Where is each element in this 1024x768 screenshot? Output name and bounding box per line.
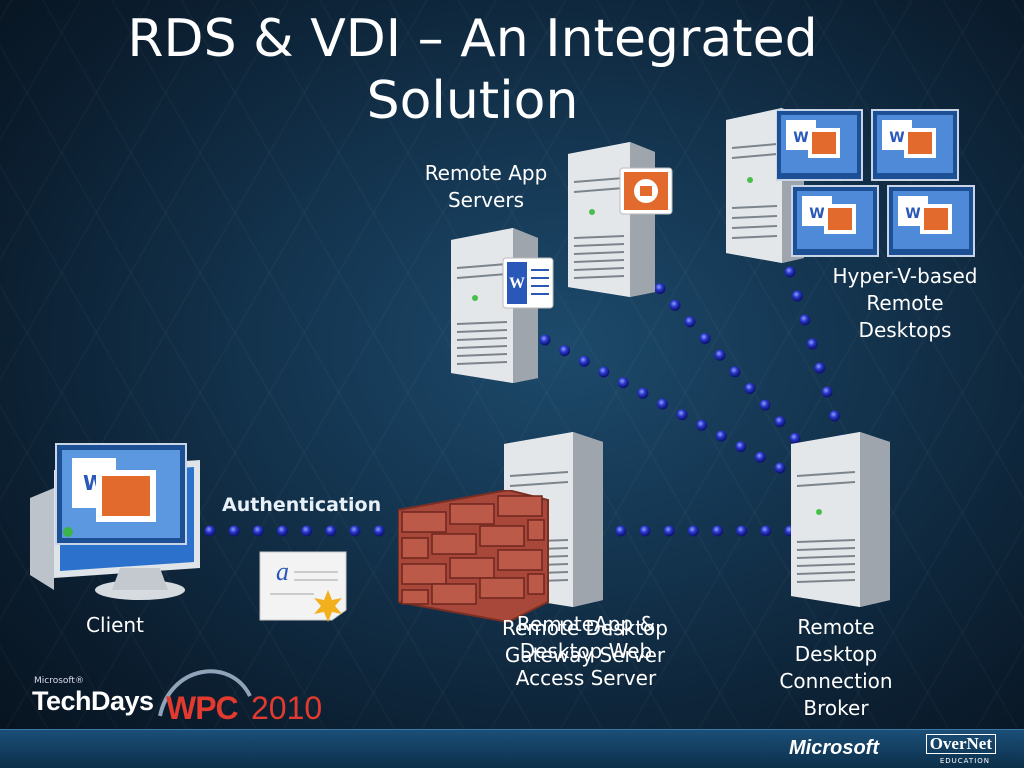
link-dot [228,525,240,537]
link-dot [791,290,803,302]
link-dot [714,349,726,361]
link-dot [663,525,675,537]
link-dot [349,525,361,537]
svg-text:a: a [276,557,289,586]
remote-app-servers-line-2: Servers [447,188,524,212]
link-dot [789,432,801,444]
svg-text:W: W [809,206,824,222]
hyperv-line-1: Hyper-V-based [832,264,978,288]
link-dot [301,525,313,537]
link-dot [598,366,610,378]
virtual-desktop-1: W [776,109,863,181]
powerpoint-icon [619,167,673,215]
link-dot [578,355,590,367]
microsoft-small-text: Microsoft® [34,676,84,686]
web-access-line-2: Desktop Web [519,639,653,663]
link-remote-app-to-broker [539,334,786,474]
authentication-label: Authentication [222,494,382,516]
virtual-desktop-2: W [871,109,959,181]
broker-line-3: Connection [779,669,893,693]
overnet-subtitle: EDUCATION [939,757,990,765]
svg-text:W: W [889,130,904,146]
hyperv-line-2: Remote [866,291,944,315]
virtual-desktop-3: W [791,185,879,257]
link-dot [676,409,688,421]
link-dot [617,377,629,389]
year-logo: 2010 [251,690,323,726]
link-dot [639,525,651,537]
broker-label: Remote Desktop Connection Broker [756,614,916,722]
client-label: Client [86,613,144,637]
techdays-swoosh [158,669,252,717]
link-dot [759,399,771,411]
link-dot [829,410,841,422]
client-monitor-icon: W [30,443,200,600]
wpc-logo: WPC [166,690,239,726]
microsoft-logo: Microsoft [789,737,879,759]
link-dot [699,333,711,344]
link-dot [735,441,747,453]
svg-text:W: W [793,130,808,146]
remote-app-servers-line-1: Remote App [424,161,548,185]
web-access-line-3: Access Server [515,666,657,690]
link-dot [806,338,818,350]
link-dot [736,525,748,537]
web-access-line-1: RemoteApp & [516,612,656,636]
link-dot [277,525,288,537]
title-line-2: Solution [366,71,579,131]
link-dot [684,316,696,328]
link-dot [637,387,649,399]
title-line-1: RDS & VDI – An Integrated [127,9,818,69]
connection-broker-server [791,432,890,607]
slide-title: RDS & VDI – An Integrated Solution [60,8,885,132]
hyperv-label: Hyper-V-based Remote Desktops [812,263,998,344]
link-dot [774,462,786,474]
link-dot [252,525,264,537]
link-dot [744,383,756,394]
link-dot [729,366,741,378]
link-dot [715,430,727,442]
footer-bar [0,729,1024,768]
link-dot [615,525,627,537]
word-icon: W [502,257,554,309]
link-dot [539,334,551,346]
virtual-desktop-4: W [887,185,975,257]
broker-line-4: Broker [803,696,869,720]
web-access-label: RemoteApp & Desktop Web Access Server [488,611,684,692]
svg-text:W: W [905,206,920,222]
link-dot [325,525,337,537]
certificate-icon: a [259,551,347,622]
link-dot [799,314,811,326]
link-dot [712,525,723,537]
link-dot [654,283,666,295]
link-dot [760,525,772,537]
broker-line-2: Desktop [794,642,878,666]
remote-app-server-2: W [451,228,554,383]
virtual-desktops: W W W W [776,109,975,257]
link-dot [559,345,571,357]
link-dot [669,299,681,311]
link-dot [774,416,786,428]
link-dot [657,398,668,410]
link-dot [373,525,385,537]
gateway-label: Remote Desktop Gateway Server [480,615,690,669]
link-dot [687,525,699,537]
remote-app-server-1 [568,142,673,297]
svg-text:W: W [509,275,525,292]
link-dot [784,266,796,278]
link-dot [696,419,708,431]
link-dot [814,362,826,374]
techdays-logo: TechDays [32,686,154,716]
remote-app-servers-label: Remote App Servers [410,160,562,214]
link-dot [821,386,833,398]
link-dot [204,525,216,537]
broker-line-1: Remote [797,615,875,639]
gateway-line-1: Remote Desktop [501,616,668,640]
link-dot [754,451,766,463]
overnet-logo: OverNet [925,734,996,754]
hyperv-line-3: Desktops [858,318,952,342]
firewall-icon [398,490,549,624]
gateway-line-2: Gateway Server [504,643,666,667]
